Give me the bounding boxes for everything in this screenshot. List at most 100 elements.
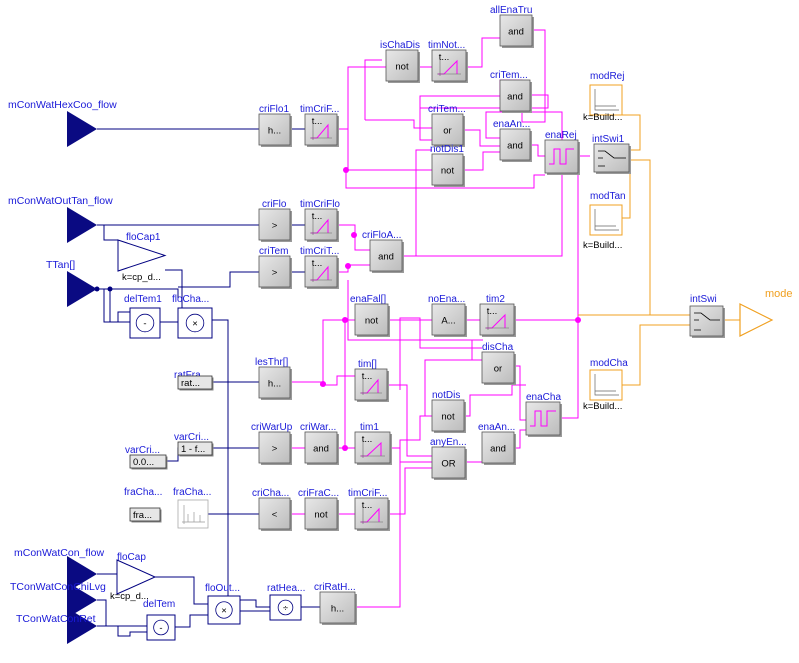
block-floCha[interactable]: floCha...× — [172, 294, 213, 339]
block-floCap[interactable]: floCap — [116, 552, 157, 595]
input-label-6: TConWatConRet — [16, 613, 96, 625]
block-ratHea[interactable]: ratHea...÷ — [267, 583, 305, 621]
block-enaRej[interactable]: enaRej — [544, 130, 580, 175]
block-enaAn2[interactable]: enaAn...and — [478, 422, 516, 465]
block-fraCha1[interactable]: fraCha... fra... — [124, 487, 162, 523]
block-modRejK[interactable]: k=Build... — [583, 112, 622, 123]
input-connectors[interactable] — [67, 111, 97, 644]
text-timCriFlo: t... — [312, 211, 323, 222]
block-modCha[interactable]: modCha — [589, 358, 628, 401]
block-intSwi[interactable]: intSwi — [689, 294, 725, 338]
param-modRejK: k=Build... — [583, 112, 622, 123]
block-floCapK[interactable]: k=cp_d... — [110, 591, 149, 602]
input-TConWatConRet — [67, 608, 97, 644]
label-intSwi1: intSwi1 — [592, 134, 625, 145]
block-varCri2[interactable]: varCri...1 - f... — [174, 432, 214, 457]
block-delTem1[interactable]: delTem1- — [124, 294, 162, 339]
block-criFraC[interactable]: criFraC...not — [298, 488, 339, 531]
block-criWar[interactable]: criWar...and — [300, 422, 339, 465]
block-floCap1[interactable]: floCap1 — [117, 232, 167, 272]
block-noEna[interactable]: noEna...A... — [428, 294, 467, 337]
text-allEnaTru: and — [508, 27, 524, 38]
block-modTanK[interactable]: k=Build... — [583, 240, 622, 251]
block-modTan[interactable]: modTan — [589, 191, 626, 236]
block-timCriF1[interactable]: timCriF...t... — [300, 104, 339, 147]
text-criWar: and — [313, 444, 329, 455]
param-floCap1k: k=cp_d... — [122, 272, 161, 283]
text-criWarUp: > — [272, 444, 278, 455]
block-ratFra[interactable]: ratFra...rat... — [174, 370, 214, 391]
block-criTem[interactable]: criTem> — [258, 246, 292, 289]
block-lesThr[interactable]: lesThr[]h... — [255, 357, 292, 400]
label-modRej: modRej — [590, 71, 624, 82]
block-delTem[interactable]: delTem- — [143, 599, 176, 641]
block-timCriF2[interactable]: timCriF...t... — [348, 488, 390, 531]
block-intSwi1[interactable]: intSwi1 — [592, 134, 631, 174]
block-timCriT[interactable]: timCriT...t... — [300, 246, 339, 289]
text-notDis: not — [441, 412, 455, 423]
block-tim1[interactable]: tim1t... — [354, 422, 392, 465]
block-criTem3[interactable]: criTem... or — [428, 104, 466, 147]
param-floCapK: k=cp_d... — [110, 591, 149, 602]
block-modChaK[interactable]: k=Build... — [583, 401, 622, 412]
label-fraCha2: fraCha... — [173, 487, 211, 498]
block-enaCha[interactable]: enaCha — [525, 392, 562, 437]
label-disCha: disCha — [482, 342, 514, 353]
label-notDis1: notDis1 — [430, 144, 464, 155]
block-varCri1[interactable]: varCri...0.0... — [125, 445, 168, 470]
text-criTem3: or — [443, 126, 451, 137]
label-enaAn1: enaAn... — [493, 119, 530, 130]
label-criRatH: criRatH... — [314, 582, 356, 593]
block-criCha[interactable]: criCha...< — [252, 488, 292, 531]
label-delTem: delTem — [143, 599, 175, 610]
block-enaFal[interactable]: enaFal[]not — [350, 294, 390, 337]
boolean-wires — [290, 29, 590, 608]
block-modRej[interactable]: modRej — [589, 71, 624, 116]
label-criTem3: criTem... — [428, 104, 466, 115]
label-varCri1: varCri... — [125, 445, 160, 456]
block-tim2[interactable]: tim2t... — [479, 294, 516, 337]
text-tim2: t... — [487, 306, 498, 317]
block-timCriFlo[interactable]: timCriFlot... — [300, 199, 340, 242]
block-criTem2[interactable]: criTem... and — [490, 70, 532, 113]
block-timNot[interactable]: timNot...t... — [428, 40, 468, 83]
label-fraCha1: fraCha... — [124, 487, 162, 498]
label-timCriT: timCriT... — [300, 246, 339, 257]
text-varCri1: 0.0... — [133, 457, 154, 468]
input-label-4: mConWatCon_flow — [14, 547, 104, 559]
output-mode-label: mode — [765, 288, 793, 300]
text-criTem2: and — [507, 92, 523, 103]
label-criWarUp: criWarUp — [251, 422, 293, 433]
block-fraCha2[interactable]: fraCha... — [173, 487, 211, 529]
block-floOut[interactable]: floOut...× — [205, 583, 241, 625]
label-criFraC: criFraC... — [298, 488, 339, 499]
label-criTem: criTem — [259, 246, 288, 257]
output-mode-connector[interactable] — [739, 303, 774, 337]
block-criRatH[interactable]: criRatH... h... — [314, 582, 357, 625]
text-fraCha1: fra... — [133, 510, 152, 521]
label-criTem2: criTem... — [490, 70, 528, 81]
block-criFlo1[interactable]: criFlo1h... — [258, 104, 292, 147]
input-TConWatConChiLvg — [67, 582, 97, 618]
input-TTan — [67, 271, 97, 307]
block-enaAn1[interactable]: enaAn...and — [493, 119, 532, 162]
block-timArr[interactable]: tim[]t... — [354, 359, 389, 402]
label-tim1: tim1 — [360, 422, 379, 433]
blocks-layer: criFlo1h...timCriF...t...criFlo>timCriFl… — [110, 5, 725, 641]
text-anyEn: OR — [441, 459, 455, 470]
input-label-5: TConWatConChiLvg — [10, 581, 106, 593]
block-criFloA[interactable]: criFloA...and — [362, 230, 404, 273]
text-lesThr: h... — [268, 379, 281, 390]
block-anyEn[interactable]: anyEn...OR — [430, 437, 467, 480]
block-criFlo[interactable]: criFlo> — [258, 199, 292, 242]
block-criWarUp[interactable]: criWarUp > — [251, 422, 293, 465]
text-isChaDis: not — [395, 62, 409, 73]
block-floCap1k[interactable]: k=cp_d... — [122, 272, 161, 283]
label-floOut: floOut... — [205, 583, 240, 594]
text-criRatH: h... — [331, 604, 344, 615]
